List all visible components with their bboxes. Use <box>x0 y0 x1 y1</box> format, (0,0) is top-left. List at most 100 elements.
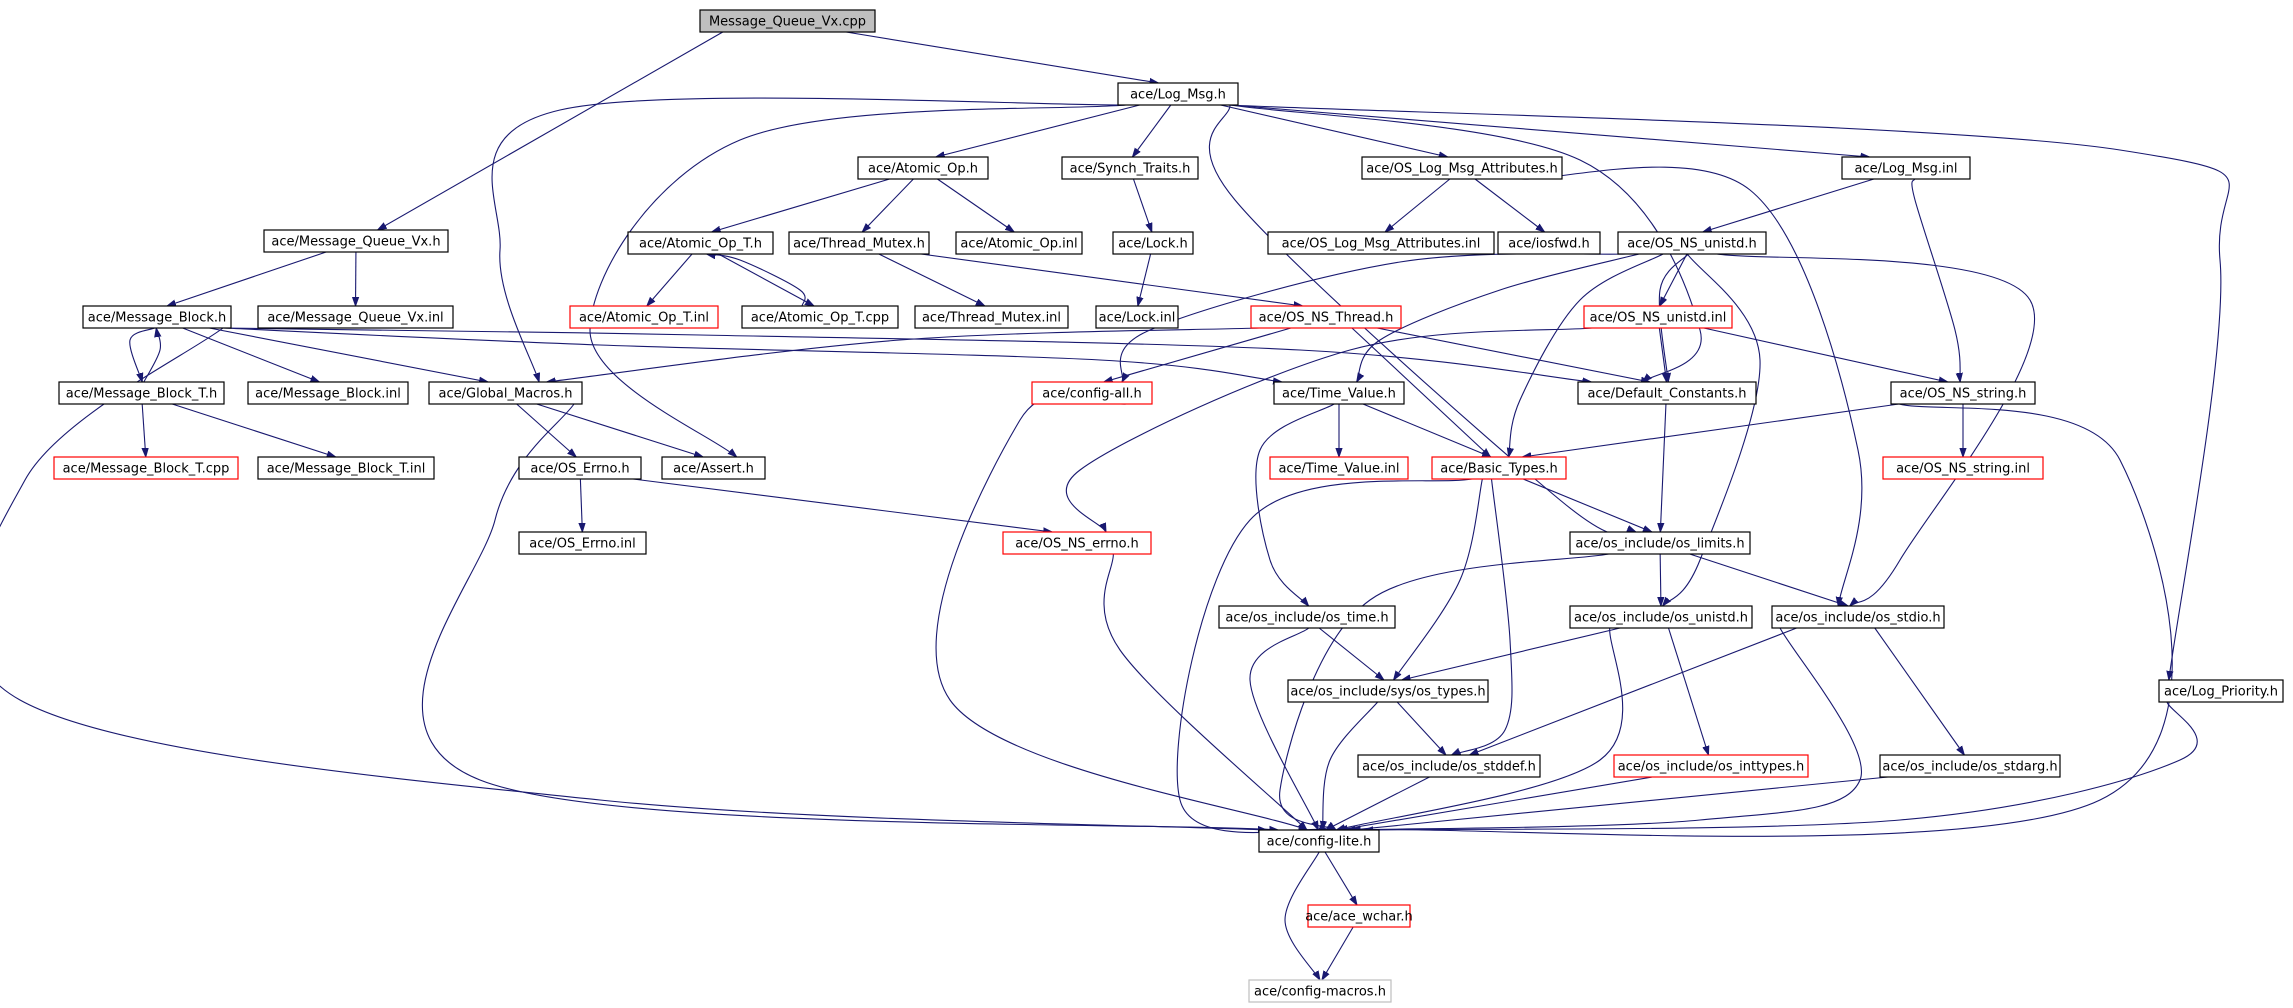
node-box <box>257 305 454 329</box>
node-logmsginl[interactable]: ace/Log_Msg.inl <box>1841 156 1971 180</box>
edge-logmsg-to-logpriority <box>1229 104 2230 680</box>
node-globalmacros[interactable]: ace/Global_Macros.h <box>428 381 583 405</box>
node-osunistd[interactable]: ace/os_include/os_unistd.h <box>1569 605 1753 629</box>
node-atomicoptcpp[interactable]: ace/Atomic_Op_T.cpp <box>741 305 899 329</box>
node-label: ace/config-all.h <box>1042 387 1142 402</box>
node-ostime[interactable]: ace/os_include/os_time.h <box>1218 605 1396 629</box>
edge-osstdio-to-osstddef <box>1469 627 1797 756</box>
node-configlite[interactable]: ace/config-lite.h <box>1258 829 1380 853</box>
node-label: ace/os_include/os_stdarg.h <box>1882 760 2057 775</box>
node-box <box>955 231 1083 255</box>
edge-msgblockt-to-msgblocktinl <box>172 403 336 457</box>
edge-atomicop-to-threadmutex <box>862 178 914 232</box>
node-box <box>1617 231 1767 255</box>
node-logpriority[interactable]: ace/Log_Priority.h <box>2158 679 2284 703</box>
node-box <box>518 531 647 555</box>
node-configmacros[interactable]: ace/config-macros.h <box>1248 979 1392 1003</box>
node-systypes[interactable]: ace/os_include/sys/os_types.h <box>1287 679 1489 703</box>
node-oslimits[interactable]: ace/os_include/os_limits.h <box>1569 531 1751 555</box>
node-iosfwd[interactable]: ace/iosfwd.h <box>1497 231 1601 255</box>
edge-logmsg-to-defconst <box>1229 104 1702 382</box>
node-msgblocktinl[interactable]: ace/Message_Block_T.inl <box>257 456 435 480</box>
edge-msgblockt-to-msgblocktcpp <box>142 403 146 457</box>
edge-osnsunistdinl-to-osnserrno <box>1065 327 1593 532</box>
edge-osstdarg-to-configlite <box>1352 776 1889 830</box>
node-label: ace/os_include/os_stdio.h <box>1775 611 1940 626</box>
node-assert[interactable]: ace/Assert.h <box>661 456 766 480</box>
node-osnsstring[interactable]: ace/OS_NS_string.h <box>1890 381 2036 405</box>
node-threadmutexinl[interactable]: ace/Thread_Mutex.inl <box>914 305 1069 329</box>
node-msgblocktcpp[interactable]: ace/Message_Block_T.cpp <box>53 456 239 480</box>
node-basictypes[interactable]: ace/Basic_Types.h <box>1431 456 1567 480</box>
edge-oserrno-to-osnserrno <box>632 478 1052 532</box>
node-box <box>1613 754 1809 778</box>
node-box <box>1569 531 1751 555</box>
node-acewchar[interactable]: ace/ace_wchar.h <box>1305 904 1413 928</box>
node-label: ace/OS_Log_Msg_Attributes.h <box>1366 162 1557 177</box>
edge-osnsunistdinl-to-osnsstring <box>1703 327 1948 382</box>
node-label: ace/Message_Block.h <box>88 311 227 326</box>
node-root[interactable]: Message_Queue_Vx.cpp <box>699 9 876 33</box>
node-lockinl[interactable]: ace/Lock.inl <box>1095 305 1179 329</box>
node-configall[interactable]: ace/config-all.h <box>1031 381 1153 405</box>
edge-basictypes-to-systypes <box>1394 478 1483 680</box>
node-label: ace/OS_NS_Thread.h <box>1259 311 1394 326</box>
node-box <box>1002 531 1152 555</box>
node-osinttypes[interactable]: ace/os_include/os_inttypes.h <box>1613 754 1809 778</box>
node-box <box>1250 305 1402 329</box>
node-box <box>1890 381 2036 405</box>
node-label: ace/OS_Errno.inl <box>529 537 635 552</box>
node-oslogattrinl[interactable]: ace/OS_Log_Msg_Attributes.inl <box>1267 231 1495 255</box>
node-oserrno[interactable]: ace/OS_Errno.h <box>518 456 642 480</box>
node-label: ace/Global_Macros.h <box>439 387 573 402</box>
node-oslogattr[interactable]: ace/OS_Log_Msg_Attributes.h <box>1361 156 1563 180</box>
edge-synchtraits-to-lockh <box>1132 178 1153 232</box>
node-box <box>1583 305 1733 329</box>
node-atomicop[interactable]: ace/Atomic_Op.h <box>857 156 989 180</box>
node-msgblock[interactable]: ace/Message_Block.h <box>82 305 232 329</box>
node-atomicoptinl[interactable]: ace/Atomic_Op_T.inl <box>569 305 719 329</box>
node-atomicopinl[interactable]: ace/Atomic_Op.inl <box>955 231 1083 255</box>
edge-lockh-to-lockinl <box>1138 253 1152 306</box>
node-threadmutex[interactable]: ace/Thread_Mutex.h <box>788 231 930 255</box>
node-mqvx[interactable]: ace/Message_Queue_Vx.h <box>263 229 449 253</box>
node-osnsthread[interactable]: ace/OS_NS_Thread.h <box>1250 305 1402 329</box>
node-osstdarg[interactable]: ace/os_include/os_stdarg.h <box>1879 754 2061 778</box>
node-box <box>1361 156 1563 180</box>
node-timevalueinl[interactable]: ace/Time_Value.inl <box>1269 456 1409 480</box>
node-msgblockinl[interactable]: ace/Message_Block.inl <box>247 381 409 405</box>
node-osnsstringinl[interactable]: ace/OS_NS_string.inl <box>1882 456 2044 480</box>
node-label: ace/Thread_Mutex.h <box>793 237 925 252</box>
node-label: ace/Message_Queue_Vx.inl <box>267 311 443 326</box>
edge-osunistd-to-configlite <box>1336 627 1624 830</box>
node-box <box>247 381 409 405</box>
node-box <box>627 231 774 255</box>
node-osnsunistdinl[interactable]: ace/OS_NS_unistd.inl <box>1583 305 1733 329</box>
node-logmsg[interactable]: ace/Log_Msg.h <box>1117 82 1239 106</box>
node-msgblockt[interactable]: ace/Message_Block_T.h <box>58 381 225 405</box>
edge-osnsthread-to-basictypes <box>1351 327 1490 457</box>
node-mqvxinl[interactable]: ace/Message_Queue_Vx.inl <box>257 305 454 329</box>
edge-oslimits-to-osunistd <box>1660 553 1661 606</box>
node-osnsunistd[interactable]: ace/OS_NS_unistd.h <box>1617 231 1767 255</box>
dependency-edges <box>0 31 2230 980</box>
node-synchtraits[interactable]: ace/Synch_Traits.h <box>1061 156 1199 180</box>
node-osstdio[interactable]: ace/os_include/os_stdio.h <box>1771 605 1945 629</box>
edge-osunistd-to-systypes <box>1402 627 1621 680</box>
edge-oserrno-to-oserrnoinl <box>580 478 582 532</box>
node-label: ace/Assert.h <box>673 462 754 477</box>
edge-osnsstring-to-configlite <box>1351 403 2173 837</box>
node-oserrnoinl[interactable]: ace/OS_Errno.inl <box>518 531 647 555</box>
node-box <box>1431 456 1567 480</box>
node-lockh[interactable]: ace/Lock.h <box>1112 231 1194 255</box>
node-label: ace/Synch_Traits.h <box>1070 162 1191 177</box>
node-box <box>58 381 225 405</box>
node-box <box>1882 456 2044 480</box>
node-defconst[interactable]: ace/Default_Constants.h <box>1577 381 1757 405</box>
edge-oslimits-to-configlite <box>1279 553 1609 830</box>
node-atomicopt[interactable]: ace/Atomic_Op_T.h <box>627 231 774 255</box>
node-osstddef[interactable]: ace/os_include/os_stddef.h <box>1357 754 1541 778</box>
node-timevalue[interactable]: ace/Time_Value.h <box>1273 381 1405 405</box>
node-label: ace/OS_Log_Msg_Attributes.inl <box>1282 237 1481 252</box>
node-osnserrno[interactable]: ace/OS_NS_errno.h <box>1002 531 1152 555</box>
